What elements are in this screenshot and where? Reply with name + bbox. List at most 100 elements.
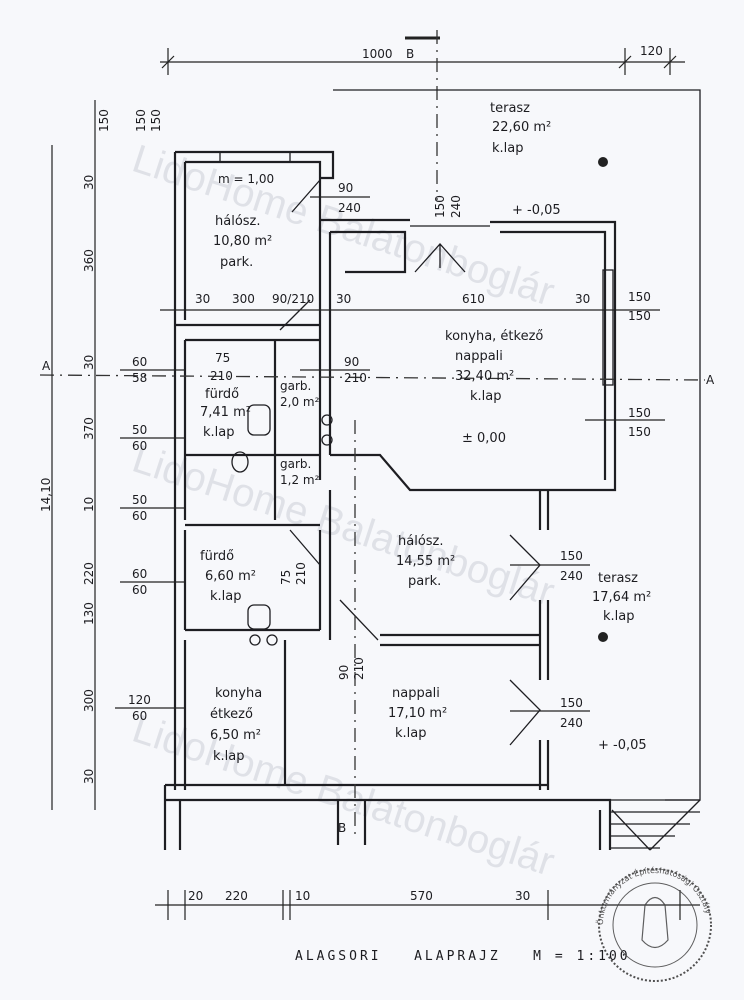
- plan-label: 14,55 m²: [396, 554, 455, 569]
- stairs: [610, 799, 701, 851]
- bathtub-icon: [247, 404, 271, 436]
- plan-label: 6,50 m²: [210, 728, 261, 743]
- plan-line: [612, 882, 698, 968]
- drain-icon: [598, 632, 608, 642]
- plan-label: 300: [82, 689, 96, 712]
- plan-label: 30: [515, 889, 530, 903]
- plan-label: 150: [560, 549, 583, 563]
- inner-dimension-row: 30 300 90/210 30 610 30: [160, 292, 660, 311]
- coat-of-arms-icon: [641, 896, 669, 949]
- plan-label: 1,2 m²: [280, 473, 320, 487]
- plan-line: [649, 799, 701, 851]
- lower-terrace-outline: [665, 590, 701, 801]
- plan-label: hálósz.: [398, 534, 444, 549]
- window: [219, 151, 291, 163]
- plan-label: k.lap: [203, 425, 235, 440]
- room-labels: terasz 22,60 m² k.lap hálósz. 10,80 m² p…: [200, 101, 651, 764]
- plan-line: [618, 55, 632, 69]
- plan-label: 240: [449, 195, 463, 218]
- plan-label: 360: [82, 249, 96, 272]
- plan-label: 10: [295, 889, 310, 903]
- plan-label: 60: [132, 439, 147, 453]
- plan-label: 17,64 m²: [592, 590, 651, 605]
- plan-label: terasz: [490, 101, 530, 116]
- plan-label: k.lap: [213, 749, 245, 764]
- plan-label: k.lap: [470, 389, 502, 404]
- plan-label: 17,10 m²: [388, 706, 447, 721]
- stove-icon: [321, 434, 333, 446]
- plan-label: 6,60 m²: [205, 569, 256, 584]
- plan-label: 60: [132, 583, 147, 597]
- left-dimension-chain: 150 30 360 30 370 10 220 130 300 30 14,1…: [39, 100, 111, 810]
- plan-line: [663, 55, 677, 69]
- plan-line: [173, 150, 335, 330]
- plan-label: 7,41 m²: [200, 405, 251, 420]
- plan-label: 130: [82, 602, 96, 625]
- plan-label: + -0,05: [512, 203, 561, 218]
- plan-label: 120: [640, 44, 663, 58]
- plan-line: [161, 55, 175, 69]
- plan-label: konyha, étkező: [445, 329, 543, 344]
- plan-label: 75: [215, 351, 230, 365]
- drawing-title: ALAGSORI ALAPRAJZ M = 1:100: [295, 949, 631, 964]
- plan-label: 60: [132, 567, 147, 581]
- plan-label: 30: [195, 292, 210, 306]
- plan-label: 10,80 m²: [213, 234, 272, 249]
- plan-label: 220: [82, 562, 96, 585]
- plan-label: 30: [82, 355, 96, 370]
- plan-label: 60: [132, 509, 147, 523]
- plan-label: ± 0,00: [462, 431, 506, 446]
- section-marker-a: A: [42, 359, 51, 373]
- toilet-icon: [231, 451, 249, 473]
- plan-label: 30: [82, 175, 96, 190]
- plan-label: 90: [337, 665, 351, 680]
- plan-label: fürdő: [205, 387, 239, 402]
- stove-icon: [321, 414, 333, 426]
- plan-line: [318, 220, 332, 480]
- plan-label: 150: [628, 406, 651, 420]
- section-marker-b: B: [406, 47, 414, 61]
- plan-label: + -0,05: [598, 738, 647, 753]
- plan-label: 210: [210, 369, 233, 383]
- plan-label: k.lap: [210, 589, 242, 604]
- drain-icon: [598, 157, 608, 167]
- plan-label: konyha: [215, 686, 262, 701]
- plan-label: 50: [132, 493, 147, 507]
- plan-label: garb.: [280, 457, 311, 471]
- plan-label: hálósz.: [215, 214, 261, 229]
- plan-label: k.lap: [395, 726, 427, 741]
- plan-label: 90/210: [272, 292, 314, 306]
- plan-label: 210: [344, 371, 367, 385]
- window: [602, 269, 614, 386]
- plan-label: terasz: [598, 571, 638, 586]
- plan-label: 58: [132, 371, 147, 385]
- plan-label: garb.: [280, 379, 311, 393]
- opening-annotations: 150 150 m = 1,00 90 240 150 240 150 150 …: [115, 109, 665, 730]
- plan-label: 220: [225, 889, 248, 903]
- plan-label: nappali: [392, 686, 440, 701]
- plan-label: 150: [628, 425, 651, 439]
- plan-label: 150: [97, 109, 111, 132]
- plan-label: étkező: [210, 707, 253, 722]
- plan-label: 240: [338, 201, 361, 215]
- plan-label: fürdő: [200, 549, 234, 564]
- plan-label: k.lap: [603, 609, 635, 624]
- plan-label: 610: [462, 292, 485, 306]
- stove-icon: [266, 634, 278, 646]
- plan-label: 10: [82, 497, 96, 512]
- plan-label: k.lap: [492, 141, 524, 156]
- plan-label: 570: [410, 889, 433, 903]
- plan-label: 90: [344, 355, 359, 369]
- plan-label: 240: [560, 569, 583, 583]
- plan-line: [611, 809, 651, 851]
- plan-line: [538, 490, 550, 790]
- plan-label: 2,0 m²: [280, 395, 320, 409]
- plan-label: 30: [82, 769, 96, 784]
- washbasin-icon: [247, 604, 271, 630]
- stove-icon: [249, 634, 261, 646]
- section-marker-a: A: [706, 373, 715, 387]
- plan-label: 370: [82, 417, 96, 440]
- section-marker-b: B: [338, 821, 346, 835]
- plan-label: 1000: [362, 47, 393, 61]
